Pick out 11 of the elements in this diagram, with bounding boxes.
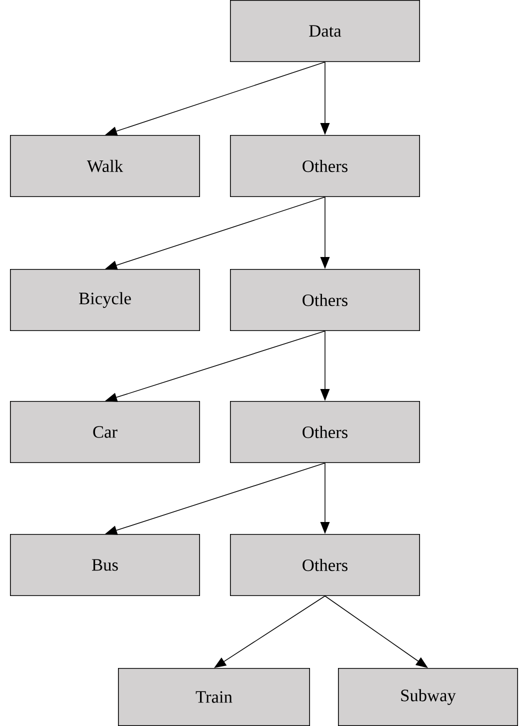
process-box: Data: [230, 0, 420, 62]
process-box: Walk: [10, 135, 200, 198]
process-box: Subway: [338, 668, 518, 726]
process-box: Car: [10, 401, 200, 463]
process-box: Others: [230, 534, 420, 596]
process-box: Bus: [10, 534, 200, 596]
process-box: Bicycle: [10, 269, 200, 331]
process-box: Others: [230, 401, 420, 463]
process-box: Train: [118, 668, 310, 726]
process-box: Others: [230, 269, 420, 331]
process-box: Others: [230, 135, 420, 198]
